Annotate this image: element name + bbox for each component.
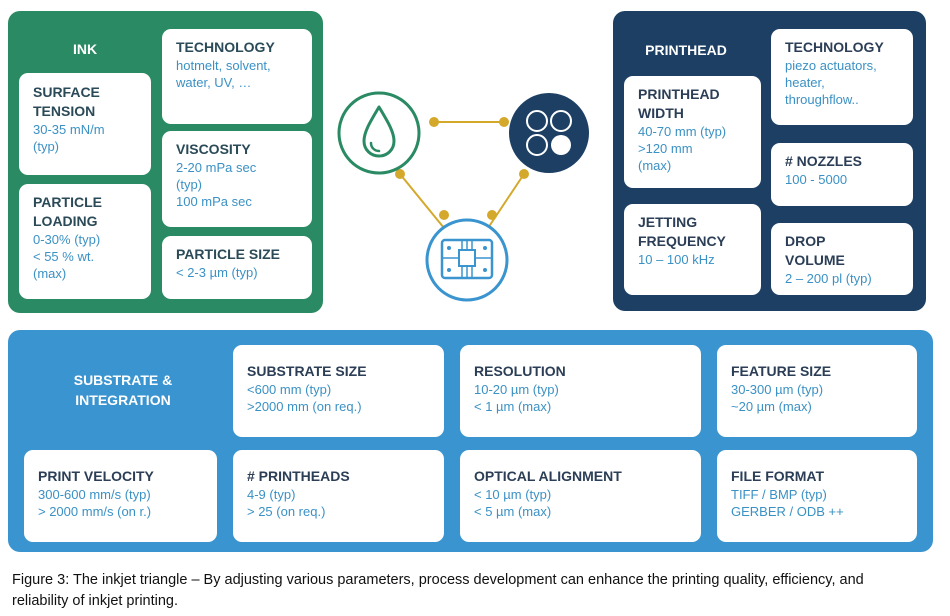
card-value: 2 – 200 pl (typ) (785, 271, 872, 286)
card-value: 30-35 mN/m (typ) (33, 122, 105, 154)
card-title: PRINTHEAD WIDTH (638, 86, 720, 121)
card-title: RESOLUTION (474, 363, 566, 379)
card-value: 2-20 mPa sec (typ) 100 mPa sec (176, 160, 257, 209)
card-title: # NOZZLES (785, 153, 863, 169)
ink-technology-card: TECHNOLOGY hotmelt, solvent, water, UV, … (162, 29, 312, 124)
resolution-card: RESOLUTION 10-20 µm (typ) < 1 µm (max) (460, 345, 701, 437)
ink-surface-tension-card: SURFACE TENSION 30-35 mN/m (typ) (19, 73, 151, 175)
card-value: TIFF / BMP (typ) GERBER / ODB ++ (731, 487, 844, 519)
inkjet-triangle (337, 91, 589, 302)
card-title: OPTICAL ALIGNMENT (474, 468, 622, 484)
file-format-card: FILE FORMAT TIFF / BMP (typ) GERBER / OD… (717, 450, 917, 542)
printhead-nozzles-icon (509, 93, 589, 173)
circuit-chip-icon (425, 218, 509, 302)
card-value: < 2-3 µm (typ) (176, 265, 258, 280)
printhead-technology-card: TECHNOLOGY piezo actuators, heater, thro… (771, 29, 913, 125)
card-title: SURFACE TENSION (33, 84, 100, 119)
card-title: SUBSTRATE SIZE (247, 363, 367, 379)
card-title: JETTING FREQUENCY (638, 214, 726, 249)
card-title: DROP VOLUME (785, 233, 845, 268)
printhead-drop-volume-card: DROP VOLUME 2 – 200 pl (typ) (771, 223, 913, 295)
card-value: hotmelt, solvent, water, UV, … (176, 58, 271, 90)
card-title: PARTICLE LOADING (33, 194, 102, 229)
substrate-panel: SUBSTRATE & INTEGRATION SUBSTRATE SIZE <… (8, 330, 933, 552)
card-title: PARTICLE SIZE (176, 246, 280, 262)
triangle-connectors (395, 117, 529, 229)
card-title: TECHNOLOGY (785, 39, 884, 55)
card-value: 10-20 µm (typ) < 1 µm (max) (474, 382, 559, 414)
ink-panel-title: INK (72, 41, 98, 57)
card-value: < 10 µm (typ) < 5 µm (max) (474, 487, 552, 519)
card-value: 40-70 mm (typ) >120 mm (max) (638, 124, 727, 173)
print-velocity-card: PRINT VELOCITY 300-600 mm/s (typ) > 2000… (24, 450, 217, 542)
feature-size-card: FEATURE SIZE 30-300 µm (typ) ~20 µm (max… (717, 345, 917, 437)
card-value: 10 – 100 kHz (638, 252, 715, 267)
card-value: 4-9 (typ) > 25 (on req.) (247, 487, 326, 519)
ink-viscosity-card: VISCOSITY 2-20 mPa sec (typ) 100 mPa sec (162, 131, 312, 227)
card-value: 100 - 5000 (785, 172, 848, 187)
card-value: piezo actuators, heater, throughflow.. (785, 58, 877, 107)
printhead-panel-title: PRINTHEAD (645, 42, 727, 58)
printhead-nozzles-card: # NOZZLES 100 - 5000 (771, 143, 913, 206)
card-title: VISCOSITY (176, 141, 251, 157)
ink-drop-icon (337, 91, 421, 175)
card-value: 0-30% (typ) < 55 % wt. (max) (33, 232, 101, 281)
card-value: 300-600 mm/s (typ) > 2000 mm/s (on r.) (38, 487, 152, 519)
card-title: # PRINTHEADS (247, 468, 350, 484)
substrate-panel-title: SUBSTRATE & INTEGRATION (73, 372, 173, 408)
ink-particle-size-card: PARTICLE SIZE < 2-3 µm (typ) (162, 236, 312, 299)
card-value: <600 mm (typ) >2000 mm (on req.) (247, 382, 362, 414)
card-title: PRINT VELOCITY (38, 468, 154, 484)
card-value: 30-300 µm (typ) ~20 µm (max) (731, 382, 824, 414)
substrate-size-card: SUBSTRATE SIZE <600 mm (typ) >2000 mm (o… (233, 345, 444, 437)
ink-panel: INK TECHNOLOGY hotmelt, solvent, water, … (8, 11, 323, 313)
card-title: FILE FORMAT (731, 468, 825, 484)
card-title: FEATURE SIZE (731, 363, 832, 379)
printhead-width-card: PRINTHEAD WIDTH 40-70 mm (typ) >120 mm (… (624, 76, 761, 188)
ink-particle-loading-card: PARTICLE LOADING 0-30% (typ) < 55 % wt. … (19, 184, 151, 299)
printhead-panel: PRINTHEAD TECHNOLOGY piezo actuators, he… (613, 11, 926, 311)
figure-caption: Figure 3: The inkjet triangle – By adjus… (12, 572, 864, 609)
optical-alignment-card: OPTICAL ALIGNMENT < 10 µm (typ) < 5 µm (… (460, 450, 701, 542)
printhead-jetting-frequency-card: JETTING FREQUENCY 10 – 100 kHz (624, 204, 761, 295)
card-title: TECHNOLOGY (176, 39, 275, 55)
printheads-count-card: # PRINTHEADS 4-9 (typ) > 25 (on req.) (233, 450, 444, 542)
